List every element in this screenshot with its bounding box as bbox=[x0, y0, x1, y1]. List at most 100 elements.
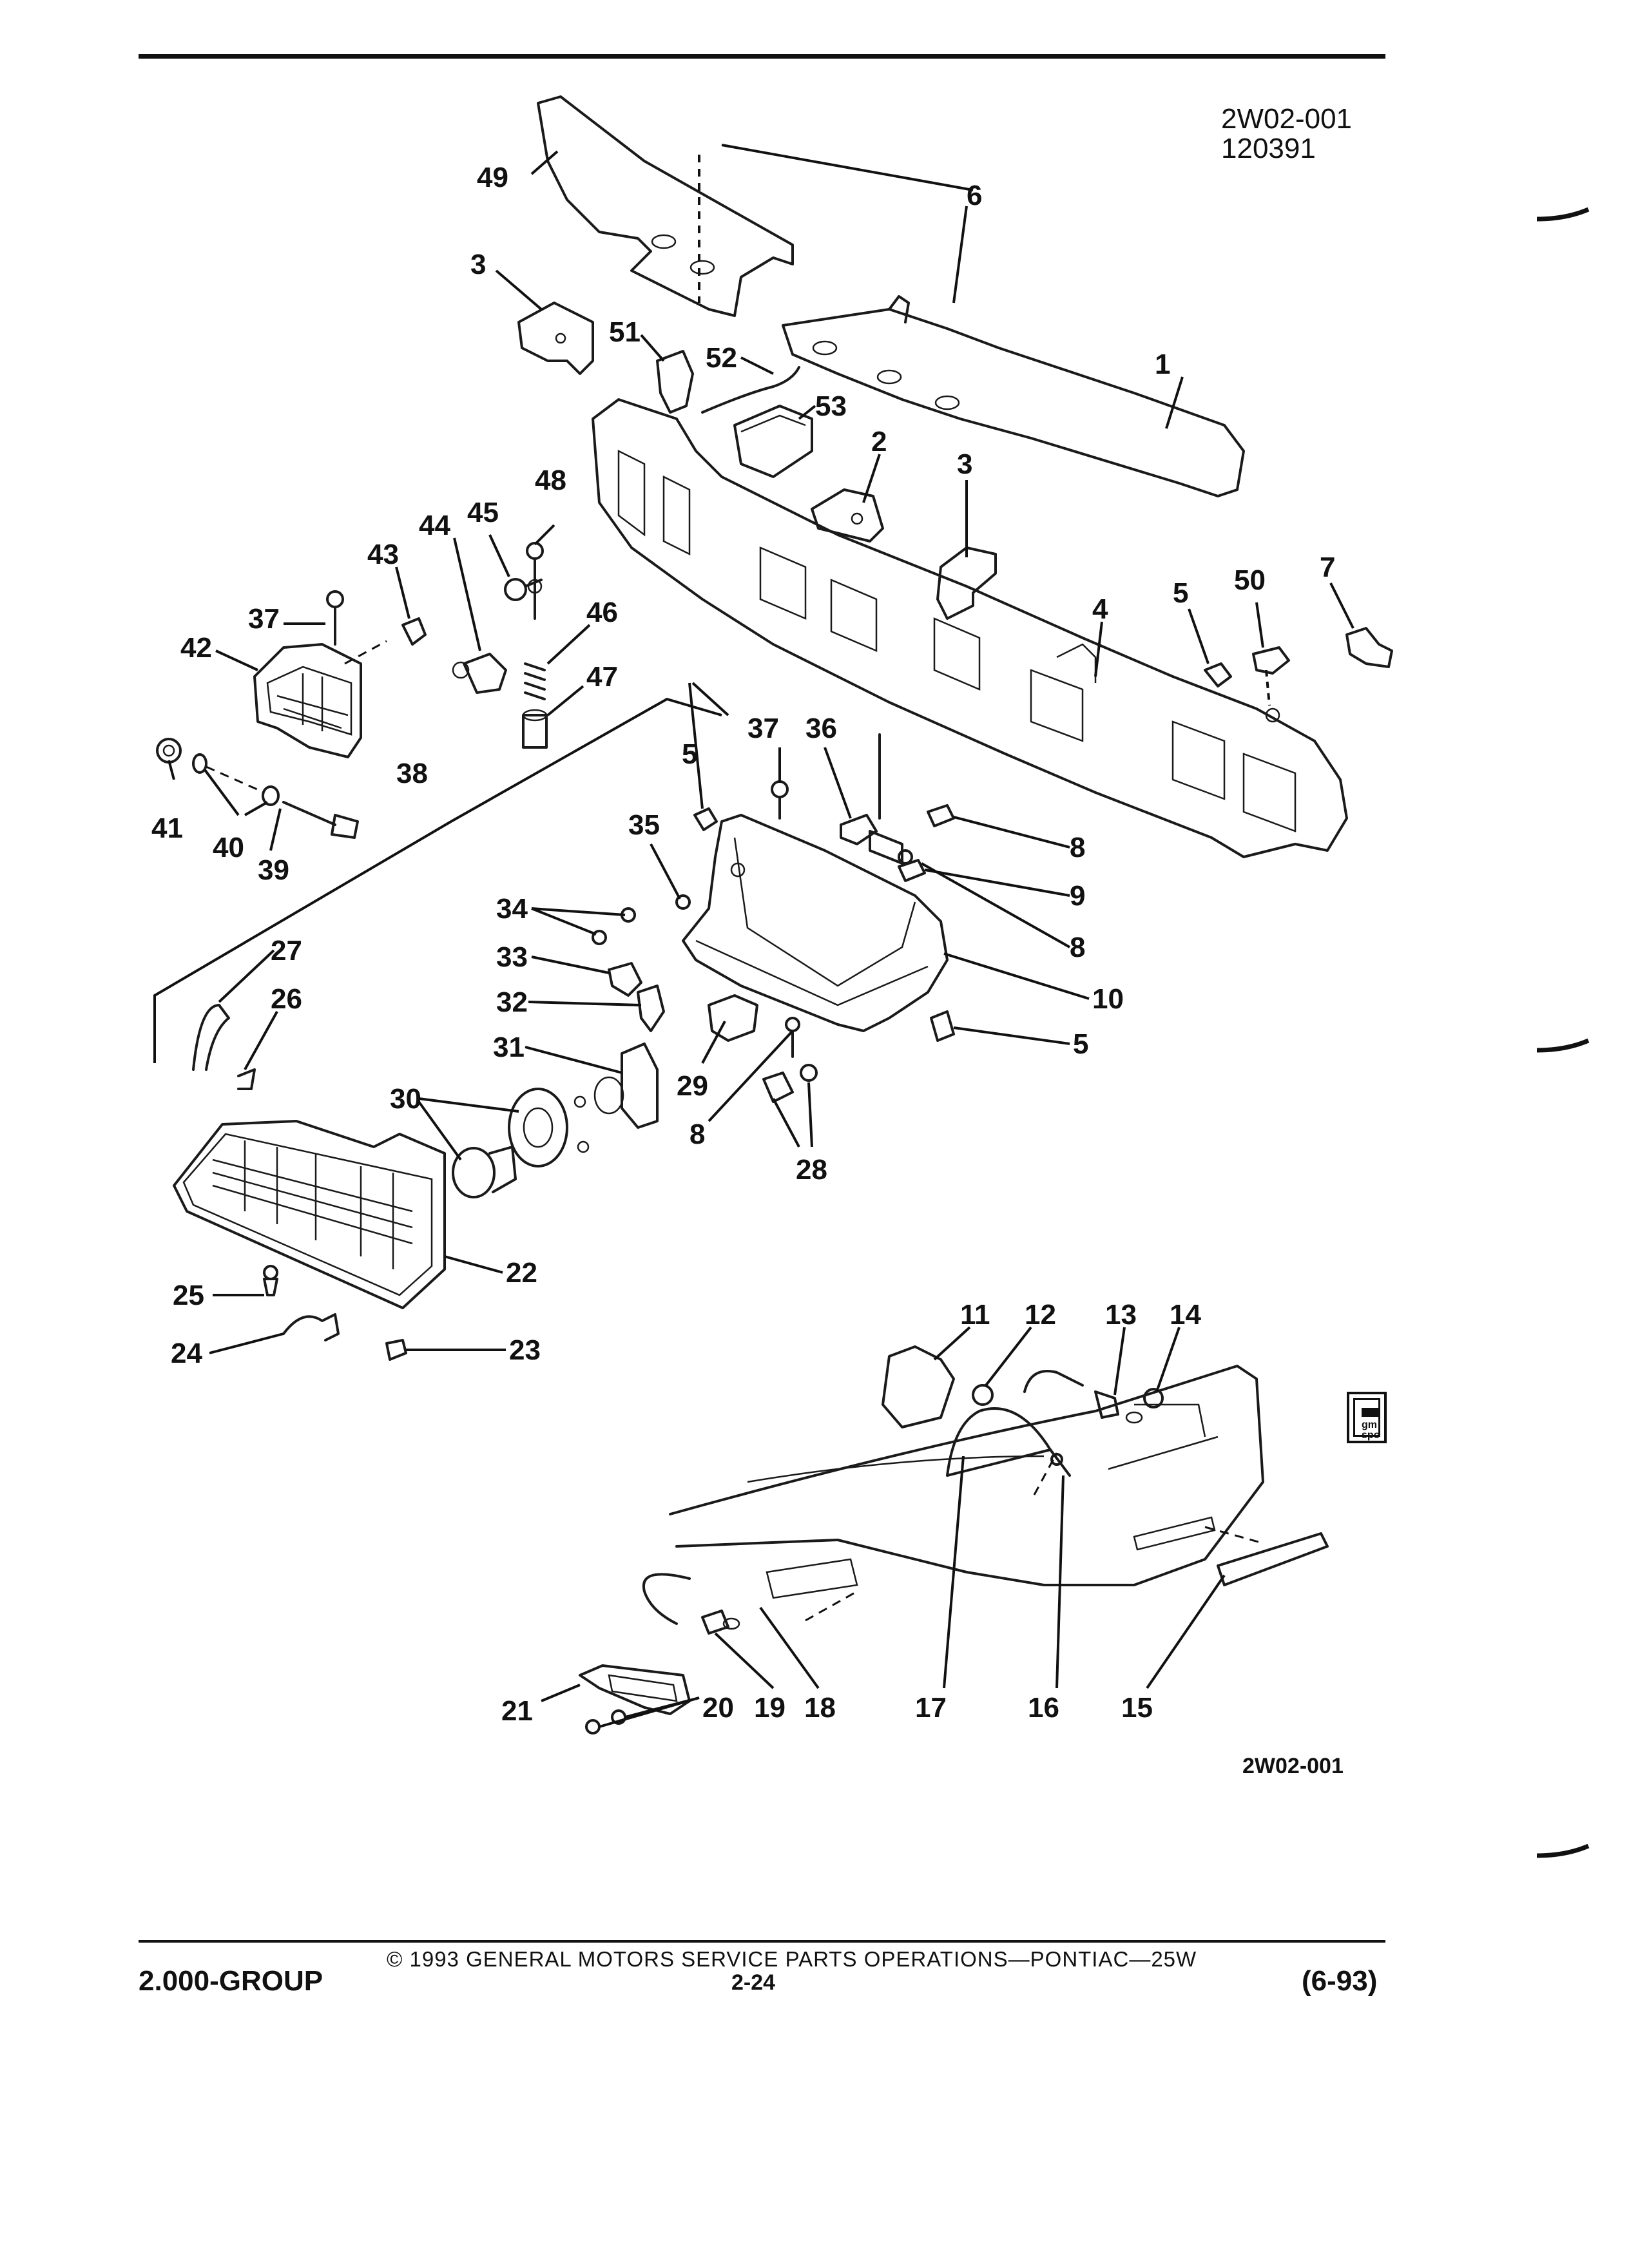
callout-8-b: 8 bbox=[1070, 932, 1085, 963]
callout-47: 47 bbox=[586, 661, 618, 693]
callout-2: 2 bbox=[871, 426, 887, 457]
callout-32: 32 bbox=[496, 986, 528, 1018]
callout-36: 36 bbox=[805, 713, 837, 744]
callout-16: 16 bbox=[1028, 1692, 1059, 1724]
callout-5-right: 5 bbox=[1173, 577, 1188, 609]
footer-group: 2.000-GROUP bbox=[139, 1965, 323, 1997]
callout-35: 35 bbox=[628, 809, 660, 841]
callout-1: 1 bbox=[1155, 349, 1170, 380]
gm-spo-logo-icon: gm spo bbox=[1347, 1392, 1387, 1443]
footer-copyright: © 1993 GENERAL MOTORS SERVICE PARTS OPER… bbox=[387, 1947, 1197, 1971]
callout-6: 6 bbox=[967, 180, 982, 211]
callout-24: 24 bbox=[171, 1338, 202, 1369]
callout-34: 34 bbox=[496, 893, 528, 925]
callout-18: 18 bbox=[804, 1692, 836, 1724]
adjuster-36 bbox=[840, 733, 881, 845]
callout-48: 48 bbox=[535, 465, 566, 496]
clip-43 bbox=[401, 617, 427, 646]
headlamp-housing-10 bbox=[682, 814, 949, 1032]
clips-28 bbox=[762, 1064, 818, 1103]
bumper-stop-50 bbox=[1252, 646, 1290, 723]
clip-5-right bbox=[1204, 662, 1232, 687]
callout-33: 33 bbox=[496, 941, 528, 973]
bracket-11 bbox=[882, 1345, 955, 1428]
callout-27: 27 bbox=[271, 935, 302, 966]
callout-51: 51 bbox=[609, 316, 641, 348]
callout-7: 7 bbox=[1320, 552, 1335, 583]
callout-37-center: 37 bbox=[747, 713, 779, 744]
socket-harness-13 bbox=[1023, 1370, 1143, 1424]
callout-37-left: 37 bbox=[248, 603, 280, 635]
front-fascia bbox=[669, 1365, 1264, 1586]
callout-53: 53 bbox=[815, 390, 847, 422]
callout-49: 49 bbox=[477, 162, 508, 193]
footer-page-number: 2-24 bbox=[731, 1970, 776, 1995]
retainer-29 bbox=[708, 994, 758, 1042]
callout-52: 52 bbox=[706, 342, 737, 374]
illustration-code: 2W02-001 bbox=[1221, 103, 1353, 135]
callout-46: 46 bbox=[586, 597, 618, 628]
wiring-52 bbox=[701, 366, 800, 414]
screw-16 bbox=[1049, 1448, 1071, 1477]
nut-47 bbox=[522, 709, 548, 749]
callout-22: 22 bbox=[506, 1257, 537, 1289]
park-lamp-42 bbox=[253, 643, 362, 758]
nut-14 bbox=[1143, 1388, 1164, 1408]
callout-8-c: 8 bbox=[689, 1119, 705, 1150]
clip-27 bbox=[192, 1004, 230, 1071]
illustration-code-bottom: 2W02-001 bbox=[1242, 1754, 1344, 1778]
nut-23 bbox=[385, 1339, 407, 1361]
callout-labels: 49 6 3 1 51 52 53 2 3 4 5 50 7 48 45 44 … bbox=[151, 162, 1335, 1727]
footer-rule bbox=[139, 1940, 1385, 1943]
screw-25 bbox=[263, 1265, 278, 1296]
callout-50: 50 bbox=[1234, 564, 1266, 596]
callout-43: 43 bbox=[367, 539, 399, 570]
callout-15: 15 bbox=[1121, 1692, 1153, 1724]
callout-12: 12 bbox=[1025, 1299, 1056, 1331]
logo-text-spo: spo bbox=[1362, 1430, 1380, 1441]
clip-26 bbox=[237, 1068, 256, 1090]
bulb-30 bbox=[452, 1146, 517, 1198]
front-end-support bbox=[592, 398, 1348, 858]
clip-5-upper bbox=[693, 807, 718, 831]
callout-14: 14 bbox=[1170, 1299, 1201, 1331]
nut-12 bbox=[972, 1384, 994, 1406]
bulb-mount-31 bbox=[593, 1043, 659, 1129]
callout-28: 28 bbox=[796, 1154, 827, 1186]
callout-31: 31 bbox=[493, 1032, 525, 1063]
upper-tie-bar-panel bbox=[537, 95, 794, 317]
bracket-33 bbox=[608, 962, 642, 997]
module-53 bbox=[733, 405, 813, 478]
retaining-ring-30 bbox=[508, 1088, 590, 1168]
callout-13: 13 bbox=[1105, 1299, 1137, 1331]
callout-10: 10 bbox=[1092, 983, 1124, 1015]
callout-3-upper: 3 bbox=[470, 249, 486, 280]
bracket-32 bbox=[637, 985, 665, 1032]
headlamp-22 bbox=[173, 1120, 446, 1309]
callout-44: 44 bbox=[419, 510, 450, 541]
callout-29: 29 bbox=[677, 1070, 708, 1102]
callout-20: 20 bbox=[702, 1692, 734, 1724]
lamp-21 bbox=[579, 1664, 691, 1715]
clip-24 bbox=[282, 1313, 340, 1341]
callout-42: 42 bbox=[180, 632, 212, 664]
nut-41 bbox=[156, 738, 182, 764]
clip-5-lower bbox=[930, 1010, 955, 1042]
footer-date: (6-93) bbox=[1302, 1965, 1378, 1997]
top-rule bbox=[139, 54, 1385, 59]
screw-35 bbox=[675, 894, 691, 910]
callout-30: 30 bbox=[390, 1083, 421, 1115]
callout-41: 41 bbox=[151, 812, 183, 844]
bracket-2 bbox=[811, 488, 884, 543]
bulb-socket-44 bbox=[452, 653, 507, 694]
callout-11: 11 bbox=[960, 1299, 990, 1331]
binding-mark-icon bbox=[1536, 1843, 1590, 1858]
bolt-39 bbox=[282, 801, 359, 839]
callout-39: 39 bbox=[258, 854, 289, 886]
washers-40 bbox=[192, 753, 280, 806]
callout-38: 38 bbox=[396, 758, 428, 789]
spring-46 bbox=[524, 662, 546, 700]
callout-26: 26 bbox=[271, 983, 302, 1015]
callout-21: 21 bbox=[501, 1695, 533, 1727]
